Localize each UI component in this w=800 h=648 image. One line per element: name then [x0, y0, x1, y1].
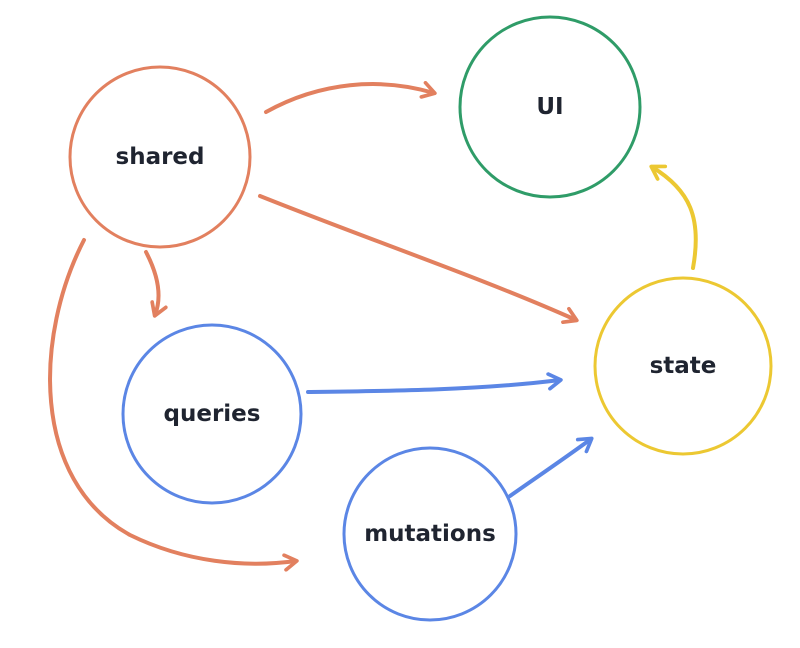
- node-shared-label: shared: [116, 144, 205, 170]
- node-mutations: mutations: [342, 446, 518, 622]
- edge-queries-to-state: [306, 372, 563, 394]
- node-mutations-label: mutations: [364, 521, 496, 547]
- node-ui: UI: [458, 15, 642, 199]
- node-queries: queries: [121, 323, 303, 505]
- node-ui-circle: [458, 15, 642, 199]
- edge-state-to-ui: [649, 164, 698, 270]
- node-queries-circle: [121, 323, 303, 505]
- edge-shared-to-state: [258, 194, 579, 325]
- node-queries-label: queries: [164, 401, 261, 427]
- edge-mutations-to-state: [508, 436, 594, 498]
- edge-shared-to-mutations: [48, 238, 299, 572]
- edge-shared-to-ui: [264, 80, 437, 114]
- node-mutations-circle: [342, 446, 518, 622]
- node-state: state: [593, 276, 773, 456]
- node-ui-label: UI: [536, 94, 563, 120]
- node-shared: shared: [68, 65, 252, 249]
- node-state-label: state: [650, 353, 717, 379]
- node-shared-circle: [68, 65, 252, 249]
- node-state-circle: [593, 276, 773, 456]
- edge-shared-to-queries: [144, 250, 168, 318]
